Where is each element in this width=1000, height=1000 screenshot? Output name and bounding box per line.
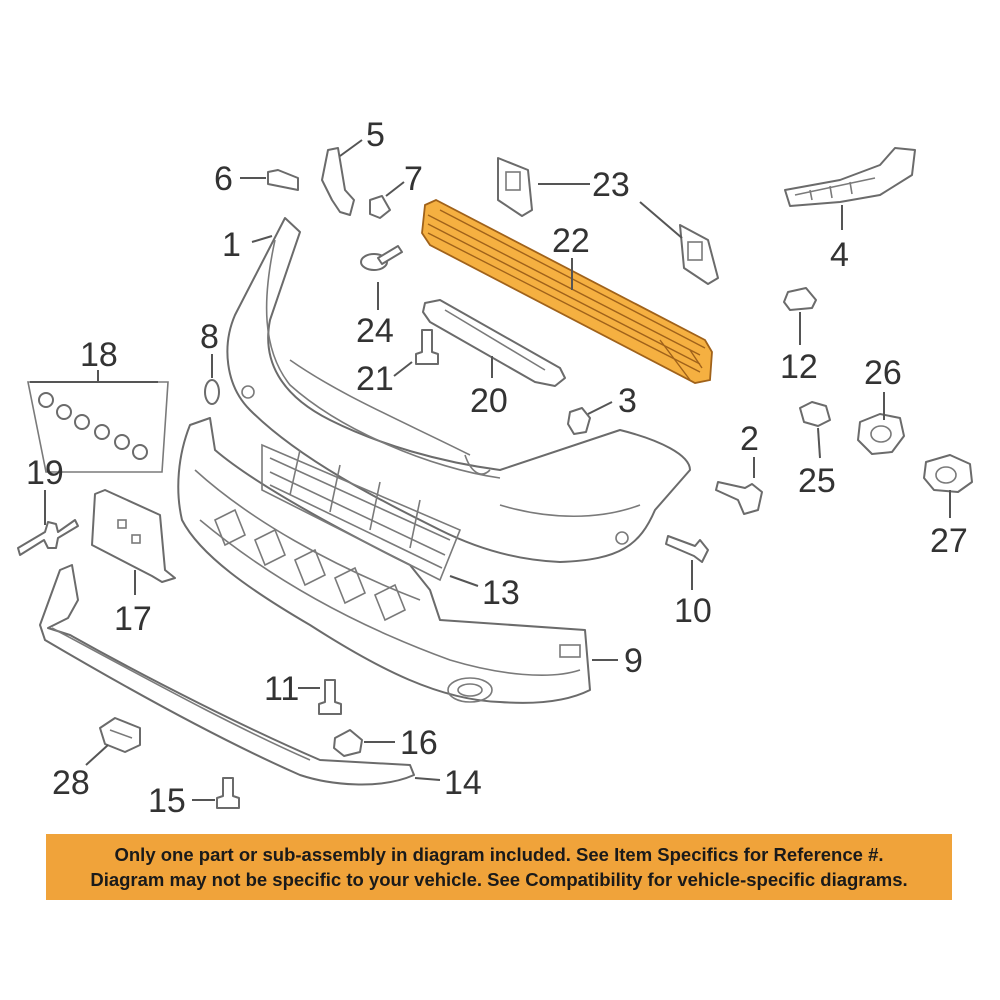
callout-7: 7 bbox=[404, 160, 423, 198]
part-21-bolt bbox=[415, 329, 439, 365]
callout-1: 1 bbox=[222, 226, 241, 264]
callout-18: 18 bbox=[80, 336, 118, 374]
part-4-side-bracket bbox=[784, 147, 916, 207]
disclaimer-line-2: Diagram may not be specific to your vehi… bbox=[90, 869, 908, 890]
callout-21: 21 bbox=[356, 360, 394, 398]
callout-23: 23 bbox=[592, 166, 630, 204]
part-17-license-bracket bbox=[91, 489, 176, 583]
part-8-grommet bbox=[204, 379, 220, 405]
part-12-clip bbox=[783, 287, 817, 311]
part-26-ring bbox=[857, 413, 905, 455]
part-23-bracket-left bbox=[497, 157, 533, 217]
disclaimer-line-1: Only one part or sub-assembly in diagram… bbox=[114, 844, 884, 865]
callout-14: 14 bbox=[444, 764, 482, 802]
part-20-absorber bbox=[422, 299, 566, 387]
callout-27: 27 bbox=[930, 522, 968, 560]
part-25-clip bbox=[799, 401, 831, 427]
callout-13: 13 bbox=[482, 574, 520, 612]
callout-19: 19 bbox=[26, 454, 64, 492]
callout-4: 4 bbox=[830, 236, 849, 274]
callout-3: 3 bbox=[618, 382, 637, 420]
callout-6: 6 bbox=[214, 160, 233, 198]
part-9-lower-bumper bbox=[177, 417, 591, 704]
callout-labels: 1 2 3 4 5 6 7 8 9 10 11 12 13 14 15 16 1… bbox=[26, 116, 968, 820]
callout-20: 20 bbox=[470, 382, 508, 420]
part-16-clip bbox=[333, 729, 363, 757]
part-6-bolt bbox=[267, 169, 299, 191]
callout-9: 9 bbox=[624, 642, 643, 680]
part-19-push-pin bbox=[17, 519, 79, 556]
callout-8: 8 bbox=[200, 318, 219, 356]
callout-5: 5 bbox=[366, 116, 385, 154]
part-11-bolt bbox=[318, 679, 342, 715]
part-24-screw bbox=[360, 245, 403, 271]
callout-17: 17 bbox=[114, 600, 152, 638]
part-10-push-pin bbox=[665, 535, 709, 563]
part-3-nut bbox=[567, 407, 591, 435]
part-15-bolt bbox=[216, 777, 240, 809]
callout-15: 15 bbox=[148, 782, 186, 820]
part-23-bracket-right bbox=[679, 224, 719, 285]
disclaimer-banner: Only one part or sub-assembly in diagram… bbox=[46, 834, 952, 900]
part-28-bracket bbox=[99, 717, 141, 753]
callout-25: 25 bbox=[798, 462, 836, 500]
callout-22: 22 bbox=[552, 222, 590, 260]
part-1-bumper-cover bbox=[226, 217, 691, 563]
part-27-fog-cover bbox=[923, 454, 973, 493]
callout-10: 10 bbox=[674, 592, 712, 630]
callout-26: 26 bbox=[864, 354, 902, 392]
leader-lines bbox=[30, 139, 951, 801]
part-14-deflector bbox=[39, 564, 415, 786]
callout-12: 12 bbox=[780, 348, 818, 386]
callout-2: 2 bbox=[740, 420, 759, 458]
callout-16: 16 bbox=[400, 724, 438, 762]
part-5-bracket bbox=[321, 147, 355, 216]
part-22-reinforcement-beam bbox=[421, 198, 713, 384]
callout-11: 11 bbox=[264, 670, 299, 708]
callout-28: 28 bbox=[52, 764, 90, 802]
part-7-clip bbox=[369, 195, 391, 219]
part-2-push-pin bbox=[715, 481, 763, 515]
callout-24: 24 bbox=[356, 312, 394, 350]
